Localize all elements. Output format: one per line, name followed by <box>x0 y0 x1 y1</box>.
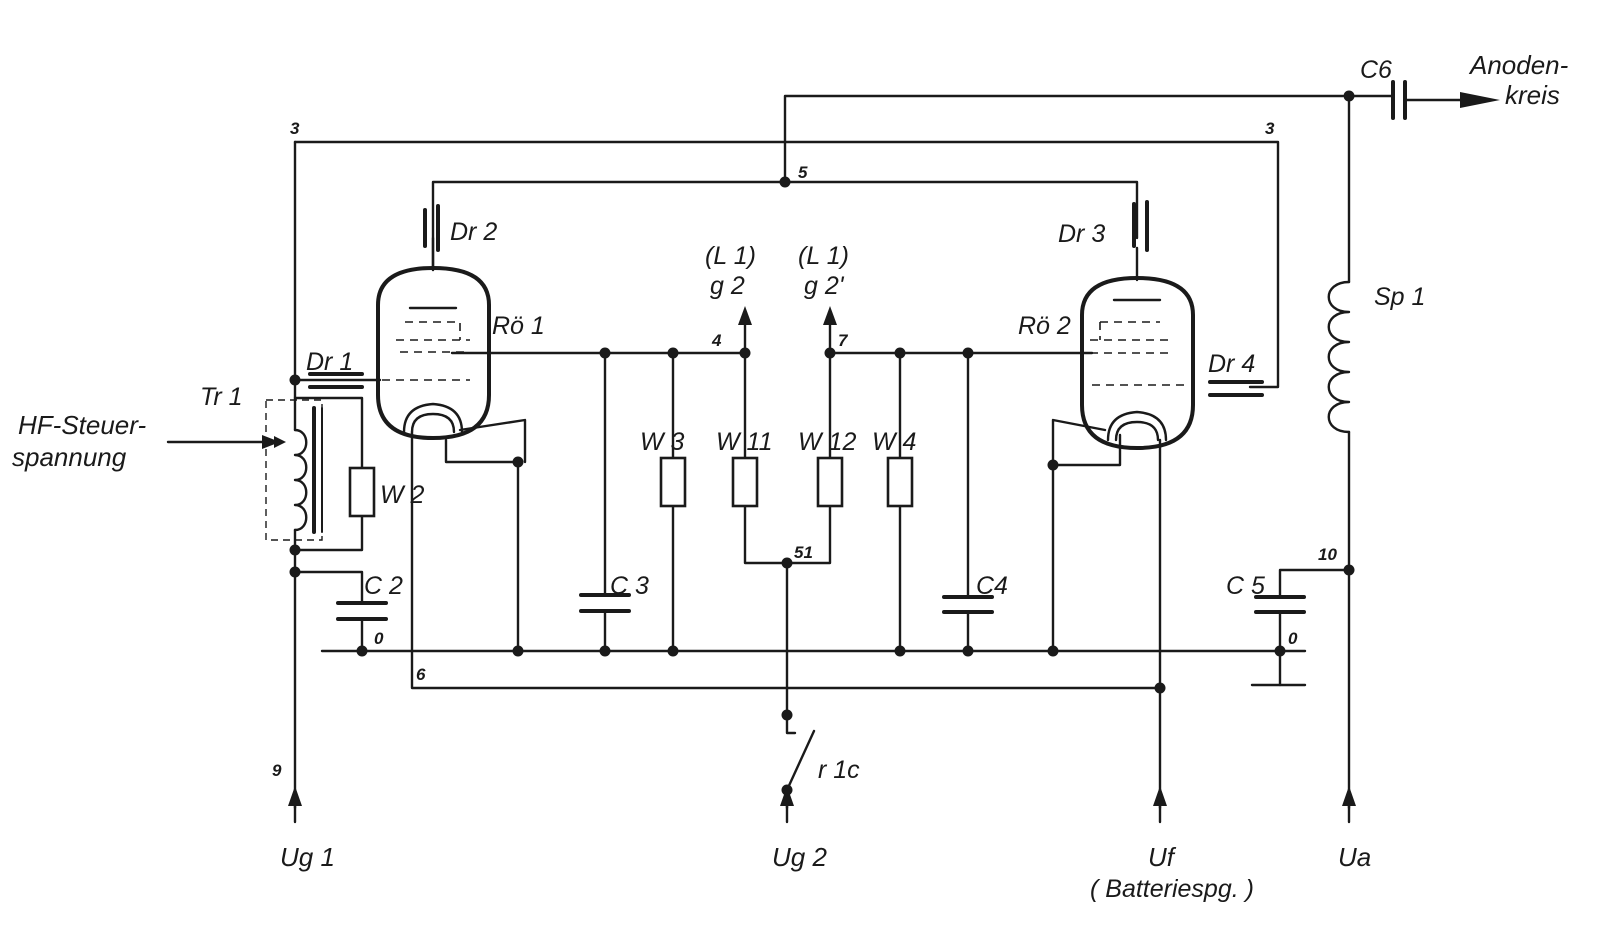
ug1-arrow <box>288 786 302 806</box>
node-10: 10 <box>1318 545 1337 564</box>
label-ua: Ua <box>1338 842 1371 872</box>
capacitor-c5 <box>1254 595 1306 614</box>
tube-roe2 <box>1080 275 1195 451</box>
uf-arrow <box>1153 786 1167 806</box>
label-w2: W 2 <box>380 481 425 509</box>
label-c3: C 3 <box>610 572 649 600</box>
g2-left-arrow <box>738 306 752 325</box>
label-g2-left-l1: (L 1) <box>705 242 756 270</box>
label-w3: W 3 <box>640 428 685 456</box>
node-numbers: 3 3 5 4 7 51 0 0 6 9 10 <box>272 119 1337 780</box>
label-uf: Uf <box>1148 842 1177 872</box>
node-6: 6 <box>416 665 426 684</box>
label-w4: W 4 <box>872 428 916 456</box>
choke-dr1 <box>308 372 364 389</box>
ua-arrow <box>1342 786 1356 806</box>
component-labels: Dr 2 Dr 3 Dr 1 Dr 4 Sp 1 Rö 1 Rö 2 Tr 1 … <box>12 50 1569 903</box>
g2-right-arrow <box>823 306 837 325</box>
capacitor-c3 <box>579 593 631 613</box>
anode-output-arrow <box>1460 92 1500 108</box>
label-hf-input-line1: HF-Steuer- <box>18 410 146 440</box>
node-3-right: 3 <box>1265 119 1275 138</box>
hf-input-arrow <box>262 435 280 449</box>
label-sp1: Sp 1 <box>1374 283 1425 311</box>
label-anode-line1: Anoden- <box>1468 50 1569 80</box>
label-dr4: Dr 4 <box>1208 350 1255 378</box>
node-3-left: 3 <box>290 119 300 138</box>
label-g2-right: g 2' <box>804 272 845 300</box>
node-4: 4 <box>711 331 722 350</box>
choke-dr2 <box>423 204 440 252</box>
label-tr1: Tr 1 <box>200 383 243 411</box>
label-ug2: Ug 2 <box>772 842 827 872</box>
node-0-left: 0 <box>374 629 384 648</box>
label-w12: W 12 <box>798 428 856 456</box>
label-anode-line2: kreis <box>1505 80 1560 110</box>
tube-roe1 <box>376 265 491 441</box>
label-dr2: Dr 2 <box>450 218 497 246</box>
node-9: 9 <box>272 761 282 780</box>
resistor-w11 <box>731 456 759 508</box>
node-51: 51 <box>794 543 813 562</box>
arrows <box>262 92 1500 824</box>
transformer-tr1 <box>265 399 323 541</box>
junctions <box>289 90 1355 796</box>
label-w11: W 11 <box>716 428 773 456</box>
resistor-w4 <box>886 456 914 508</box>
label-dr3: Dr 3 <box>1058 220 1105 248</box>
label-uf-note: ( Batteriespg. ) <box>1090 875 1254 903</box>
label-g2-right-l1: (L 1) <box>798 242 849 270</box>
node-0-right: 0 <box>1288 629 1298 648</box>
label-dr1: Dr 1 <box>306 348 353 376</box>
ug2-arrow <box>780 786 794 806</box>
choke-dr3 <box>1132 200 1149 252</box>
node-5: 5 <box>798 163 808 182</box>
coil-sp1 <box>1327 280 1351 434</box>
node-7: 7 <box>838 331 849 350</box>
resistor-w3 <box>659 456 687 508</box>
label-ug1: Ug 1 <box>280 842 335 872</box>
label-roe1: Rö 1 <box>492 312 545 340</box>
label-c6: C6 <box>1360 56 1392 84</box>
choke-dr4 <box>1208 380 1264 397</box>
label-c2: C 2 <box>364 572 403 600</box>
capacitor-c2 <box>336 601 388 621</box>
label-g2-left: g 2 <box>710 272 745 300</box>
capacitor-c6 <box>1347 80 1407 120</box>
label-c5: C 5 <box>1226 572 1265 600</box>
resistor-w2 <box>348 466 376 518</box>
resistor-w12 <box>816 456 844 508</box>
label-hf-input-line2: spannung <box>12 442 127 472</box>
wires <box>166 94 1462 810</box>
label-switch-r1c: r 1c <box>818 756 860 784</box>
label-c4: C4 <box>976 572 1008 600</box>
label-roe2: Rö 2 <box>1018 312 1071 340</box>
capacitor-c4 <box>942 595 994 614</box>
